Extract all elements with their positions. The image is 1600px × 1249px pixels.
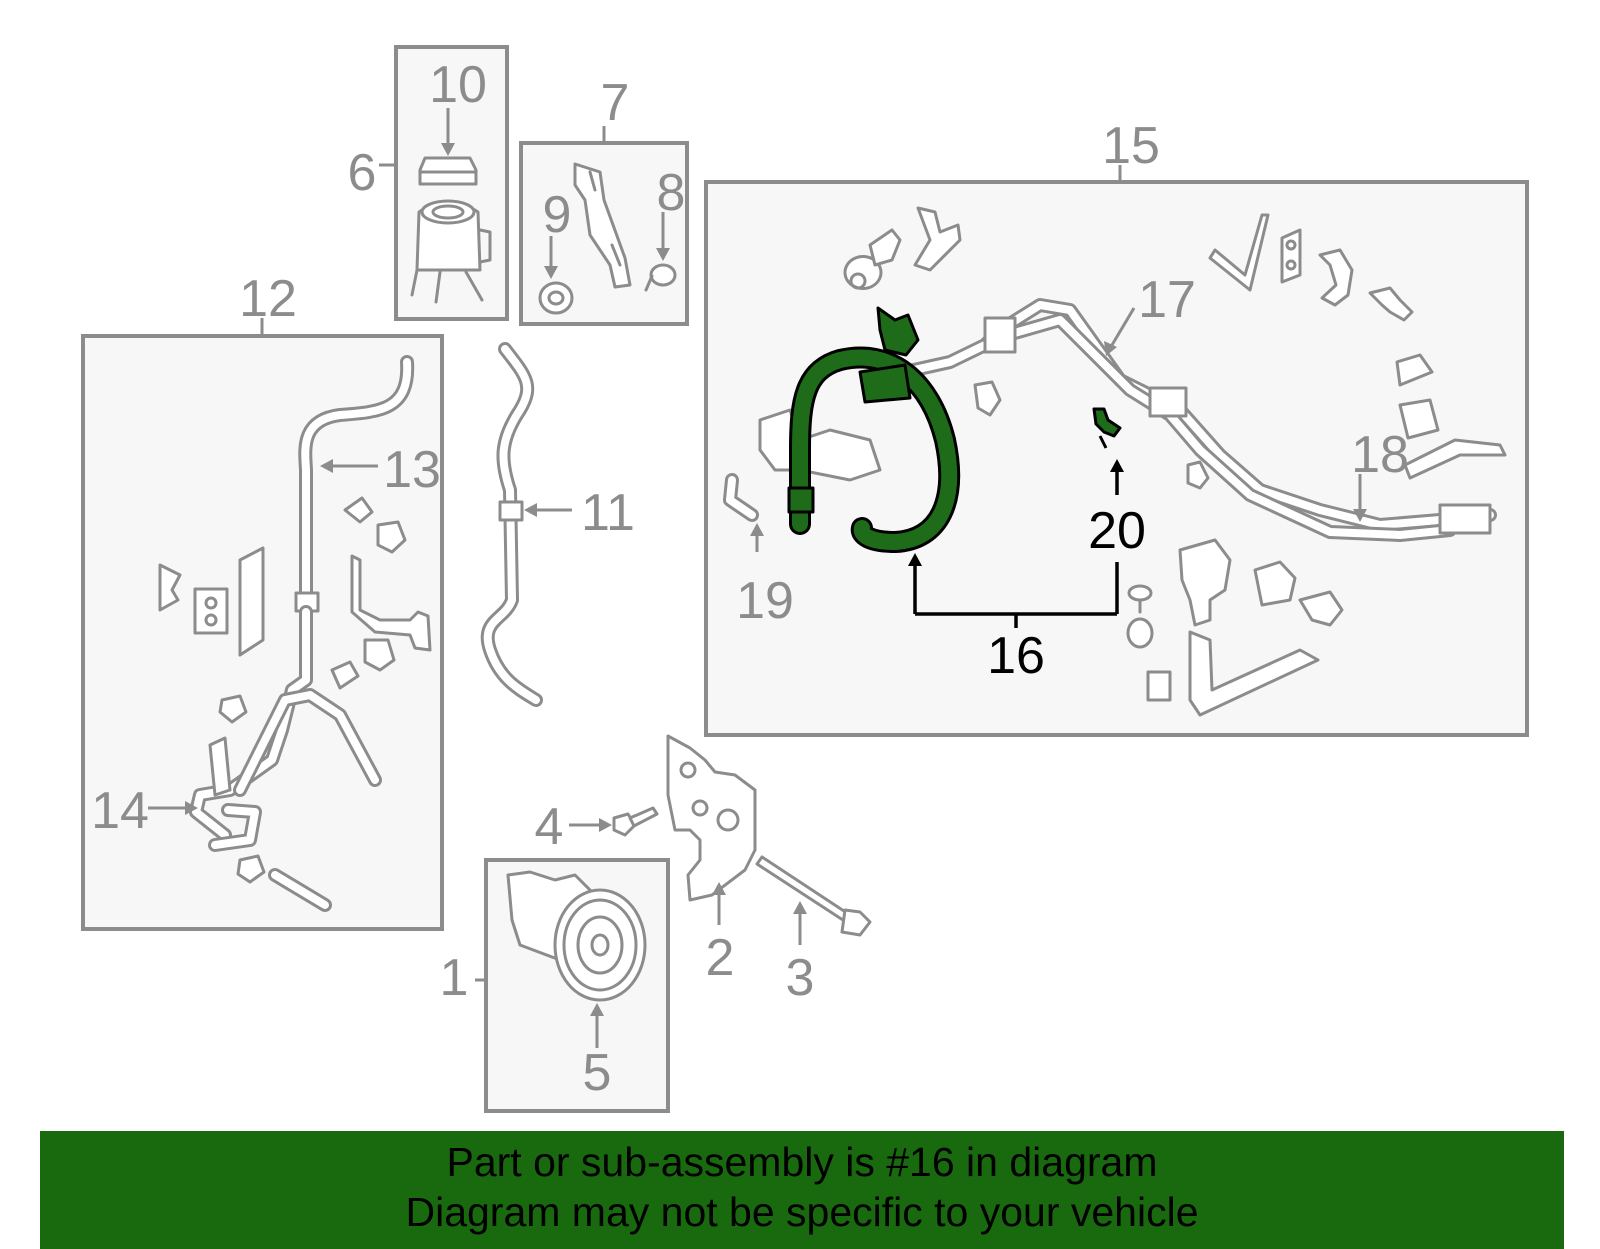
pressure-hose-16[interactable] [787,306,961,553]
callout-17: 17 [1138,271,1196,329]
banner-line-2: Diagram may not be specific to your vehi… [405,1189,1199,1235]
callout-9: 9 [543,186,572,244]
callout-3: 3 [786,949,815,1007]
callout-2: 2 [706,929,735,987]
callout-7: 7 [601,74,630,132]
pressure-line-17[interactable] [898,298,1497,542]
reservoir-tank[interactable] [410,199,492,304]
callout-18: 18 [1351,426,1409,484]
pressure-line-group [704,165,1529,737]
bolt-3[interactable] [755,855,872,937]
hose-13[interactable] [294,355,415,613]
banner-line-1: Part or sub-assembly is #16 in diagram [446,1139,1158,1185]
callout-6: 6 [348,144,377,202]
callout-20: 20 [1088,502,1146,560]
callout-8: 8 [657,164,686,222]
bolt-4[interactable] [612,806,659,837]
pump-1[interactable] [506,870,647,1002]
bracket-group [519,126,689,326]
info-banner: Part or sub-assembly is #16 in diagram D… [40,1131,1564,1249]
callout-10: 10 [429,56,487,114]
callout-15: 15 [1102,117,1160,175]
callout-1: 1 [440,949,469,1007]
reservoir-group [379,45,509,321]
return-pipe-14[interactable] [189,605,382,912]
bracket-7[interactable] [573,162,632,289]
clip-20[interactable] [1092,407,1122,449]
hose-11[interactable] [480,342,543,707]
callout-14: 14 [91,782,149,840]
pressure-line-parts[interactable] [843,206,1507,717]
callout-19: 19 [736,572,794,630]
callout-4: 4 [535,798,564,856]
reservoir-cap[interactable] [418,156,478,186]
callout-12: 12 [239,270,297,328]
callout-13: 13 [383,441,441,499]
clamp-parts[interactable] [158,496,432,884]
bushing-9[interactable] [538,281,574,315]
bolt-8[interactable] [644,263,677,292]
callout-11: 11 [581,484,635,542]
pump-bracket-2[interactable] [666,734,757,902]
return-tube-group [81,318,444,931]
callout-labels: 1 2 3 4 5 6 7 8 9 10 11 12 13 14 15 16 1… [91,56,1409,1102]
callout-16: 16 [987,627,1045,685]
callout-5: 5 [583,1044,612,1102]
pump-group [475,858,670,1113]
